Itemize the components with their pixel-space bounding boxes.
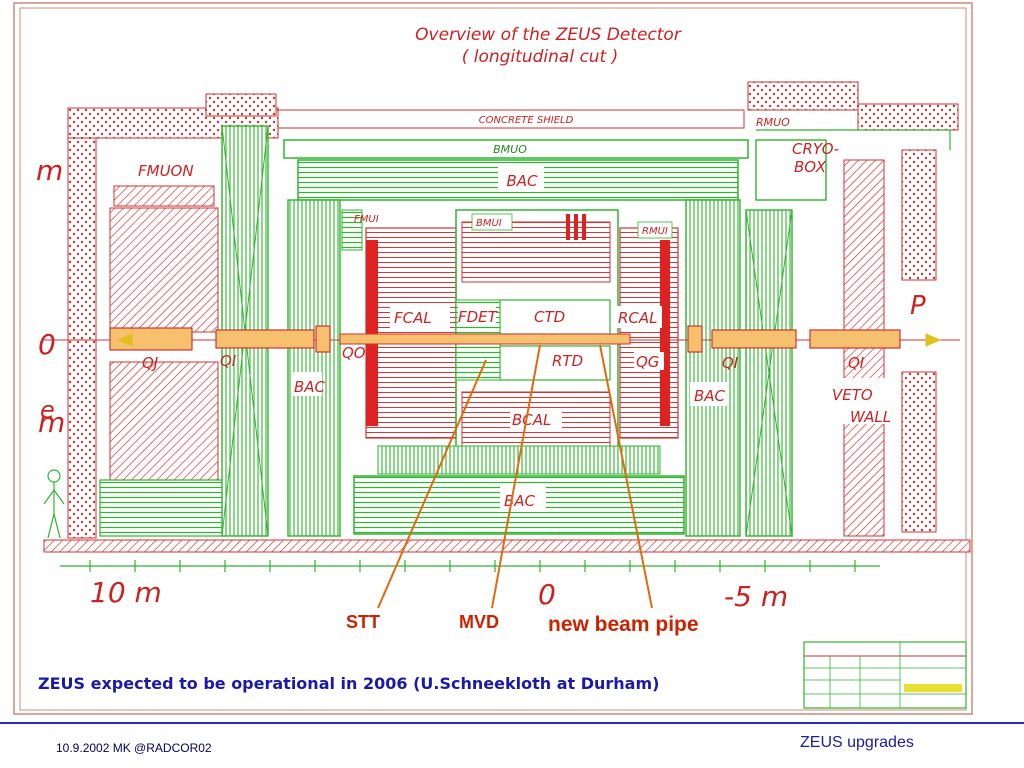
ctd-box bbox=[499, 299, 611, 335]
axis-zero: 0 bbox=[38, 328, 56, 361]
diagram-title: Overview of the ZEUS Detector bbox=[415, 25, 682, 45]
bmuo-frame bbox=[283, 139, 749, 159]
label-qi-left: QI bbox=[220, 352, 237, 370]
label-p-beam: P bbox=[910, 291, 926, 321]
label-fmui: FMUI bbox=[354, 214, 379, 225]
label-rtd: RTD bbox=[552, 352, 583, 370]
label-e-beam: e bbox=[40, 396, 55, 424]
bac-left-wall bbox=[287, 199, 341, 537]
beam-arrows bbox=[116, 333, 942, 347]
fmuon-block bbox=[109, 207, 219, 333]
label-veto: VETO bbox=[832, 386, 873, 404]
bottom-scale bbox=[60, 560, 880, 572]
inner-frame bbox=[19, 7, 967, 711]
label-bac-top: BAC bbox=[506, 172, 538, 190]
label-rmui: RMUI bbox=[642, 226, 668, 237]
beam-pipe-arrow bbox=[599, 344, 653, 609]
human-figure bbox=[43, 469, 65, 539]
label-fcal: FCAL bbox=[394, 309, 432, 327]
annotation-mvd: MVD bbox=[459, 612, 499, 632]
label-qg: QG bbox=[636, 353, 659, 371]
label-qj: QJ bbox=[142, 354, 158, 372]
cryo-box bbox=[755, 139, 827, 201]
axis-m-upper: m bbox=[36, 154, 63, 187]
slide-caption: ZEUS expected to be operational in 2006 … bbox=[38, 674, 660, 693]
fmuon-block-lower bbox=[109, 361, 219, 481]
axis-zero-bottom: 0 bbox=[538, 578, 556, 611]
label-rcal: RCAL bbox=[618, 309, 658, 327]
label-bmuo: BMUO bbox=[493, 143, 527, 156]
footer-title: ZEUS upgrades bbox=[800, 734, 914, 751]
label-bmui: BMUI bbox=[476, 218, 502, 229]
label-bac-right: BAC bbox=[694, 387, 726, 405]
label-ctd: CTD bbox=[534, 308, 565, 326]
label-qo: QO bbox=[342, 344, 366, 362]
label-wall: WALL bbox=[850, 408, 891, 426]
axis-minus-five-m: -5 m bbox=[724, 580, 788, 613]
axis-ten-m: 10 m bbox=[90, 576, 162, 609]
label-bcal: BCAL bbox=[512, 411, 551, 429]
label-qi-far: QI bbox=[848, 354, 865, 372]
diagram-subtitle: ( longitudinal cut ) bbox=[462, 47, 619, 67]
label-concrete-shield: CONCRETE SHIELD bbox=[479, 115, 574, 126]
footer-date-author: 10.9.2002 MK @RADCOR02 bbox=[56, 741, 212, 755]
concrete-shield bbox=[67, 81, 959, 539]
mvd-arrow bbox=[491, 344, 541, 609]
fmui-box bbox=[341, 209, 363, 251]
label-qi-right: QI bbox=[722, 354, 739, 372]
footer-rule bbox=[0, 722, 1024, 724]
axis-m-lower: m bbox=[38, 406, 65, 439]
cryo-pipes bbox=[566, 214, 586, 240]
annotation-new-beam-pipe: new beam pipe bbox=[548, 613, 699, 636]
label-bac-left: BAC bbox=[294, 378, 326, 396]
label-fmuon: FMUON bbox=[138, 162, 194, 180]
label-cryo-line2: BOX bbox=[794, 158, 827, 176]
outer-frame bbox=[13, 2, 973, 715]
label-fdet: FDET bbox=[458, 308, 499, 326]
floor bbox=[43, 539, 971, 553]
annotation-stt: STT bbox=[346, 612, 380, 632]
stt-arrow bbox=[377, 359, 487, 609]
bac-right-wall bbox=[685, 199, 741, 537]
label-cryo-line1: CRYO- bbox=[792, 140, 839, 158]
label-rmuo: RMUO bbox=[756, 116, 790, 129]
drawing-title-block bbox=[803, 641, 967, 709]
